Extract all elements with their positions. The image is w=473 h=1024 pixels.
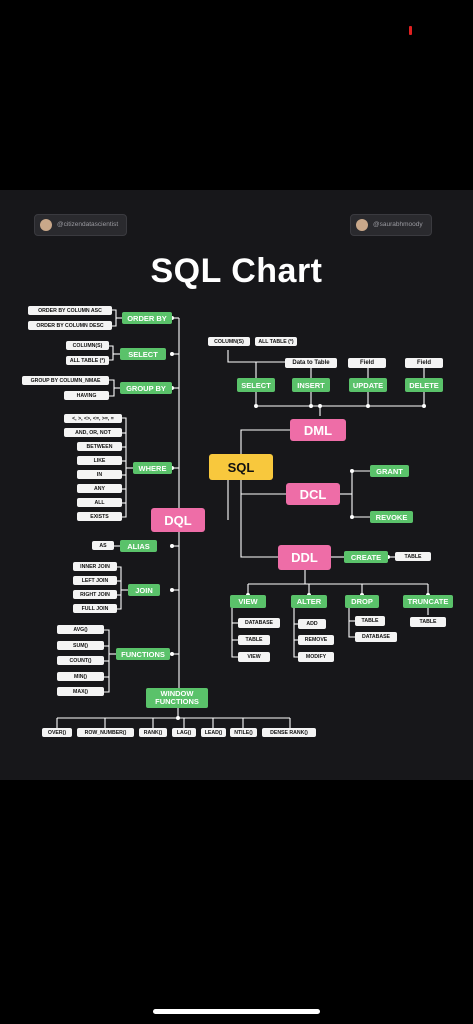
function-count: COUNT() (57, 656, 104, 665)
order-by-asc: ORDER BY COLUMN ASC (28, 306, 112, 315)
order-by-desc: ORDER BY COLUMN DESC (28, 321, 112, 330)
dml-select-all-table: ALL TABLE (*) (255, 337, 297, 346)
author-handle-left: @citizendatascientist (34, 214, 128, 236)
alter-add: ADD (298, 619, 326, 629)
create-node: CREATE (344, 551, 388, 563)
where-between: BETWEEN (77, 442, 122, 451)
drop-node: DROP (345, 595, 379, 608)
where-any: ANY (77, 484, 122, 493)
functions-node: FUNCTIONS (116, 648, 170, 660)
revoke-node: REVOKE (370, 511, 413, 523)
order-by-node: ORDER BY (122, 312, 172, 324)
window-over: OVER() (42, 728, 72, 737)
window-functions-node: WINDOW FUNCTIONS (146, 688, 208, 708)
window-ntile: NTILE() (230, 728, 257, 737)
window-row-number: ROW_NUMBER() (77, 728, 134, 737)
function-max: MAX() (57, 687, 104, 696)
ddl-node: DDL (278, 545, 331, 570)
delete-field: Field (405, 358, 443, 368)
window-dense-rank: DENSE RANK() (262, 728, 316, 737)
where-operators: <, >, <>, <=, >=, = (64, 414, 122, 423)
view-table: TABLE (238, 635, 270, 645)
where-and-or-not: AND, OR, NOT (64, 428, 122, 437)
avatar-left (40, 219, 52, 231)
window-rank: RANK() (139, 728, 167, 737)
alter-modify: MODIFY (298, 652, 334, 662)
join-inner: INNER JOIN (73, 562, 117, 571)
alias-node: ALIAS (120, 540, 157, 552)
chart-title: SQL Chart (150, 252, 323, 290)
group-by-column: GROUP BY COLUMN_NMAE (22, 376, 109, 385)
view-view: VIEW (238, 652, 270, 662)
where-node: WHERE (133, 462, 172, 474)
truncate-node: TRUNCATE (403, 595, 453, 608)
dml-select-node: SELECT (237, 378, 275, 392)
truncate-table: TABLE (410, 617, 446, 627)
recording-indicator (409, 26, 412, 35)
update-field: Field (348, 358, 386, 368)
sql-chart-poster: @citizendatascientist @saurabhmoody SQL … (0, 190, 473, 780)
dml-select-columns: COLUMN(S) (208, 337, 250, 346)
join-right: RIGHT JOIN (73, 590, 117, 599)
alter-remove: REMOVE (298, 635, 334, 645)
sql-node: SQL (209, 454, 273, 480)
connector-lines (56, 309, 430, 728)
where-like: LIKE (77, 456, 122, 465)
where-all: ALL (77, 498, 122, 507)
grant-node: GRANT (370, 465, 409, 477)
select-columns: COLUMN(S) (66, 341, 109, 350)
insert-data-to-table: Data to Table (285, 358, 337, 368)
window-lead: LEAD() (201, 728, 226, 737)
function-avg: AVG() (57, 625, 104, 634)
update-node: UPDATE (349, 378, 387, 392)
join-node: JOIN (128, 584, 160, 596)
select-all-table: ALL TABLE (*) (66, 356, 109, 365)
delete-node: DELETE (405, 378, 443, 392)
home-indicator[interactable] (153, 1009, 320, 1014)
view-database: DATABASE (238, 618, 280, 628)
alias-as: AS (92, 541, 114, 550)
create-table: TABLE (395, 552, 431, 561)
insert-node: INSERT (292, 378, 330, 392)
alter-node: ALTER (291, 595, 327, 608)
window-lag: LAG() (172, 728, 196, 737)
function-sum: SUM() (57, 641, 104, 650)
author-handle-right: @saurabhmoody (350, 214, 432, 236)
dcl-node: DCL (286, 483, 340, 505)
where-in: IN (77, 470, 122, 479)
view-node: VIEW (230, 595, 266, 608)
where-exists: EXISTS (77, 512, 122, 521)
join-left: LEFT JOIN (73, 576, 117, 585)
dql-node: DQL (151, 508, 205, 532)
join-full: FULL JOIN (73, 604, 117, 613)
group-by-having: HAVING (64, 391, 109, 400)
function-min: MIN() (57, 672, 104, 681)
drop-database: DATABASE (355, 632, 397, 642)
group-by-node: GROUP BY (120, 382, 172, 394)
select-node: SELECT (120, 348, 166, 360)
avatar-right (356, 219, 368, 231)
dml-node: DML (290, 419, 346, 441)
drop-table: TABLE (355, 616, 385, 626)
